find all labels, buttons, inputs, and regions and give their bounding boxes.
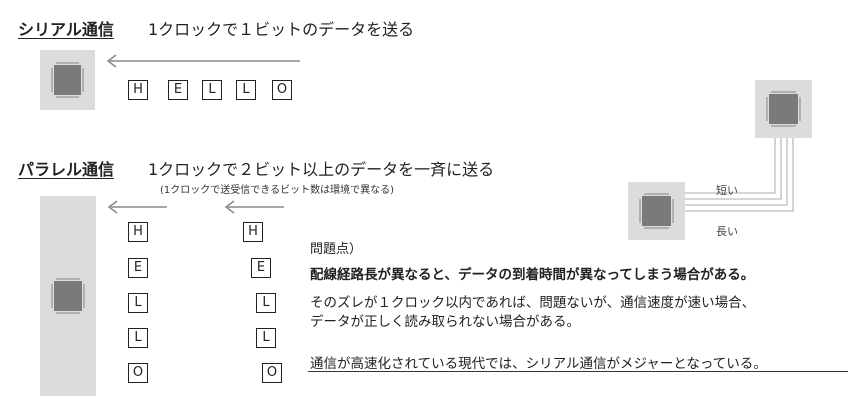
parallel-bit-box: E: [251, 258, 271, 278]
long-wire-label: 長い: [716, 225, 738, 238]
parallel-bit-box: L: [256, 328, 276, 348]
parallel-bit-box: L: [128, 293, 148, 313]
problem-detail-line1: そのズレが１クロック以内であれば、問題ないが、通信速度が速い場合、: [310, 295, 756, 311]
parallel-bit-box: O: [262, 363, 282, 383]
parallel-bit-box: L: [128, 328, 148, 348]
serial-direction-arrow: [106, 54, 300, 68]
problem-detail-line2: データが正しく読み取られない場合がある。: [310, 314, 580, 330]
serial-bit-box: E: [168, 80, 188, 100]
parallel-bit-box: L: [256, 293, 276, 313]
parallel-direction-arrow: [224, 200, 284, 214]
conclusion-text: 通信が高速化されている現代では、シリアル通信がメジャーとなっている。: [310, 356, 767, 372]
serial-bit-box: L: [202, 80, 222, 100]
serial-bit-box: L: [236, 80, 256, 100]
parallel-bit-box: O: [128, 363, 148, 383]
parallel-bit-box: H: [243, 222, 263, 242]
conclusion-underline: [308, 371, 848, 372]
serial-bit-box: H: [128, 80, 148, 100]
parallel-direction-arrow: [107, 200, 167, 214]
parallel-note: (1クロックで送受信できるビット数は環境で異なる): [160, 185, 394, 196]
wire-receiver-chip-icon: [755, 80, 812, 138]
serial-bit-box: O: [272, 80, 292, 100]
serial-sender-chip-icon: [40, 50, 95, 110]
serial-caption: 1クロックで１ビットのデータを送る: [148, 20, 415, 39]
short-wire-label: 短い: [716, 184, 738, 197]
parallel-heading: パラレル通信: [18, 160, 115, 179]
parallel-sender-chip-icon: [40, 196, 96, 396]
wire-sender-chip-icon: [628, 182, 685, 240]
parallel-bit-box: H: [128, 222, 148, 242]
serial-heading: シリアル通信: [18, 20, 114, 39]
parallel-caption: 1クロックで２ビット以上のデータを一斉に送る: [148, 160, 495, 179]
problem-label: 問題点）: [310, 242, 363, 257]
problem-statement: 配線経路長が異なると、データの到着時間が異なってしまう場合がある。: [310, 267, 755, 283]
parallel-bit-box: E: [128, 258, 148, 278]
parallel-wires: [685, 138, 794, 212]
